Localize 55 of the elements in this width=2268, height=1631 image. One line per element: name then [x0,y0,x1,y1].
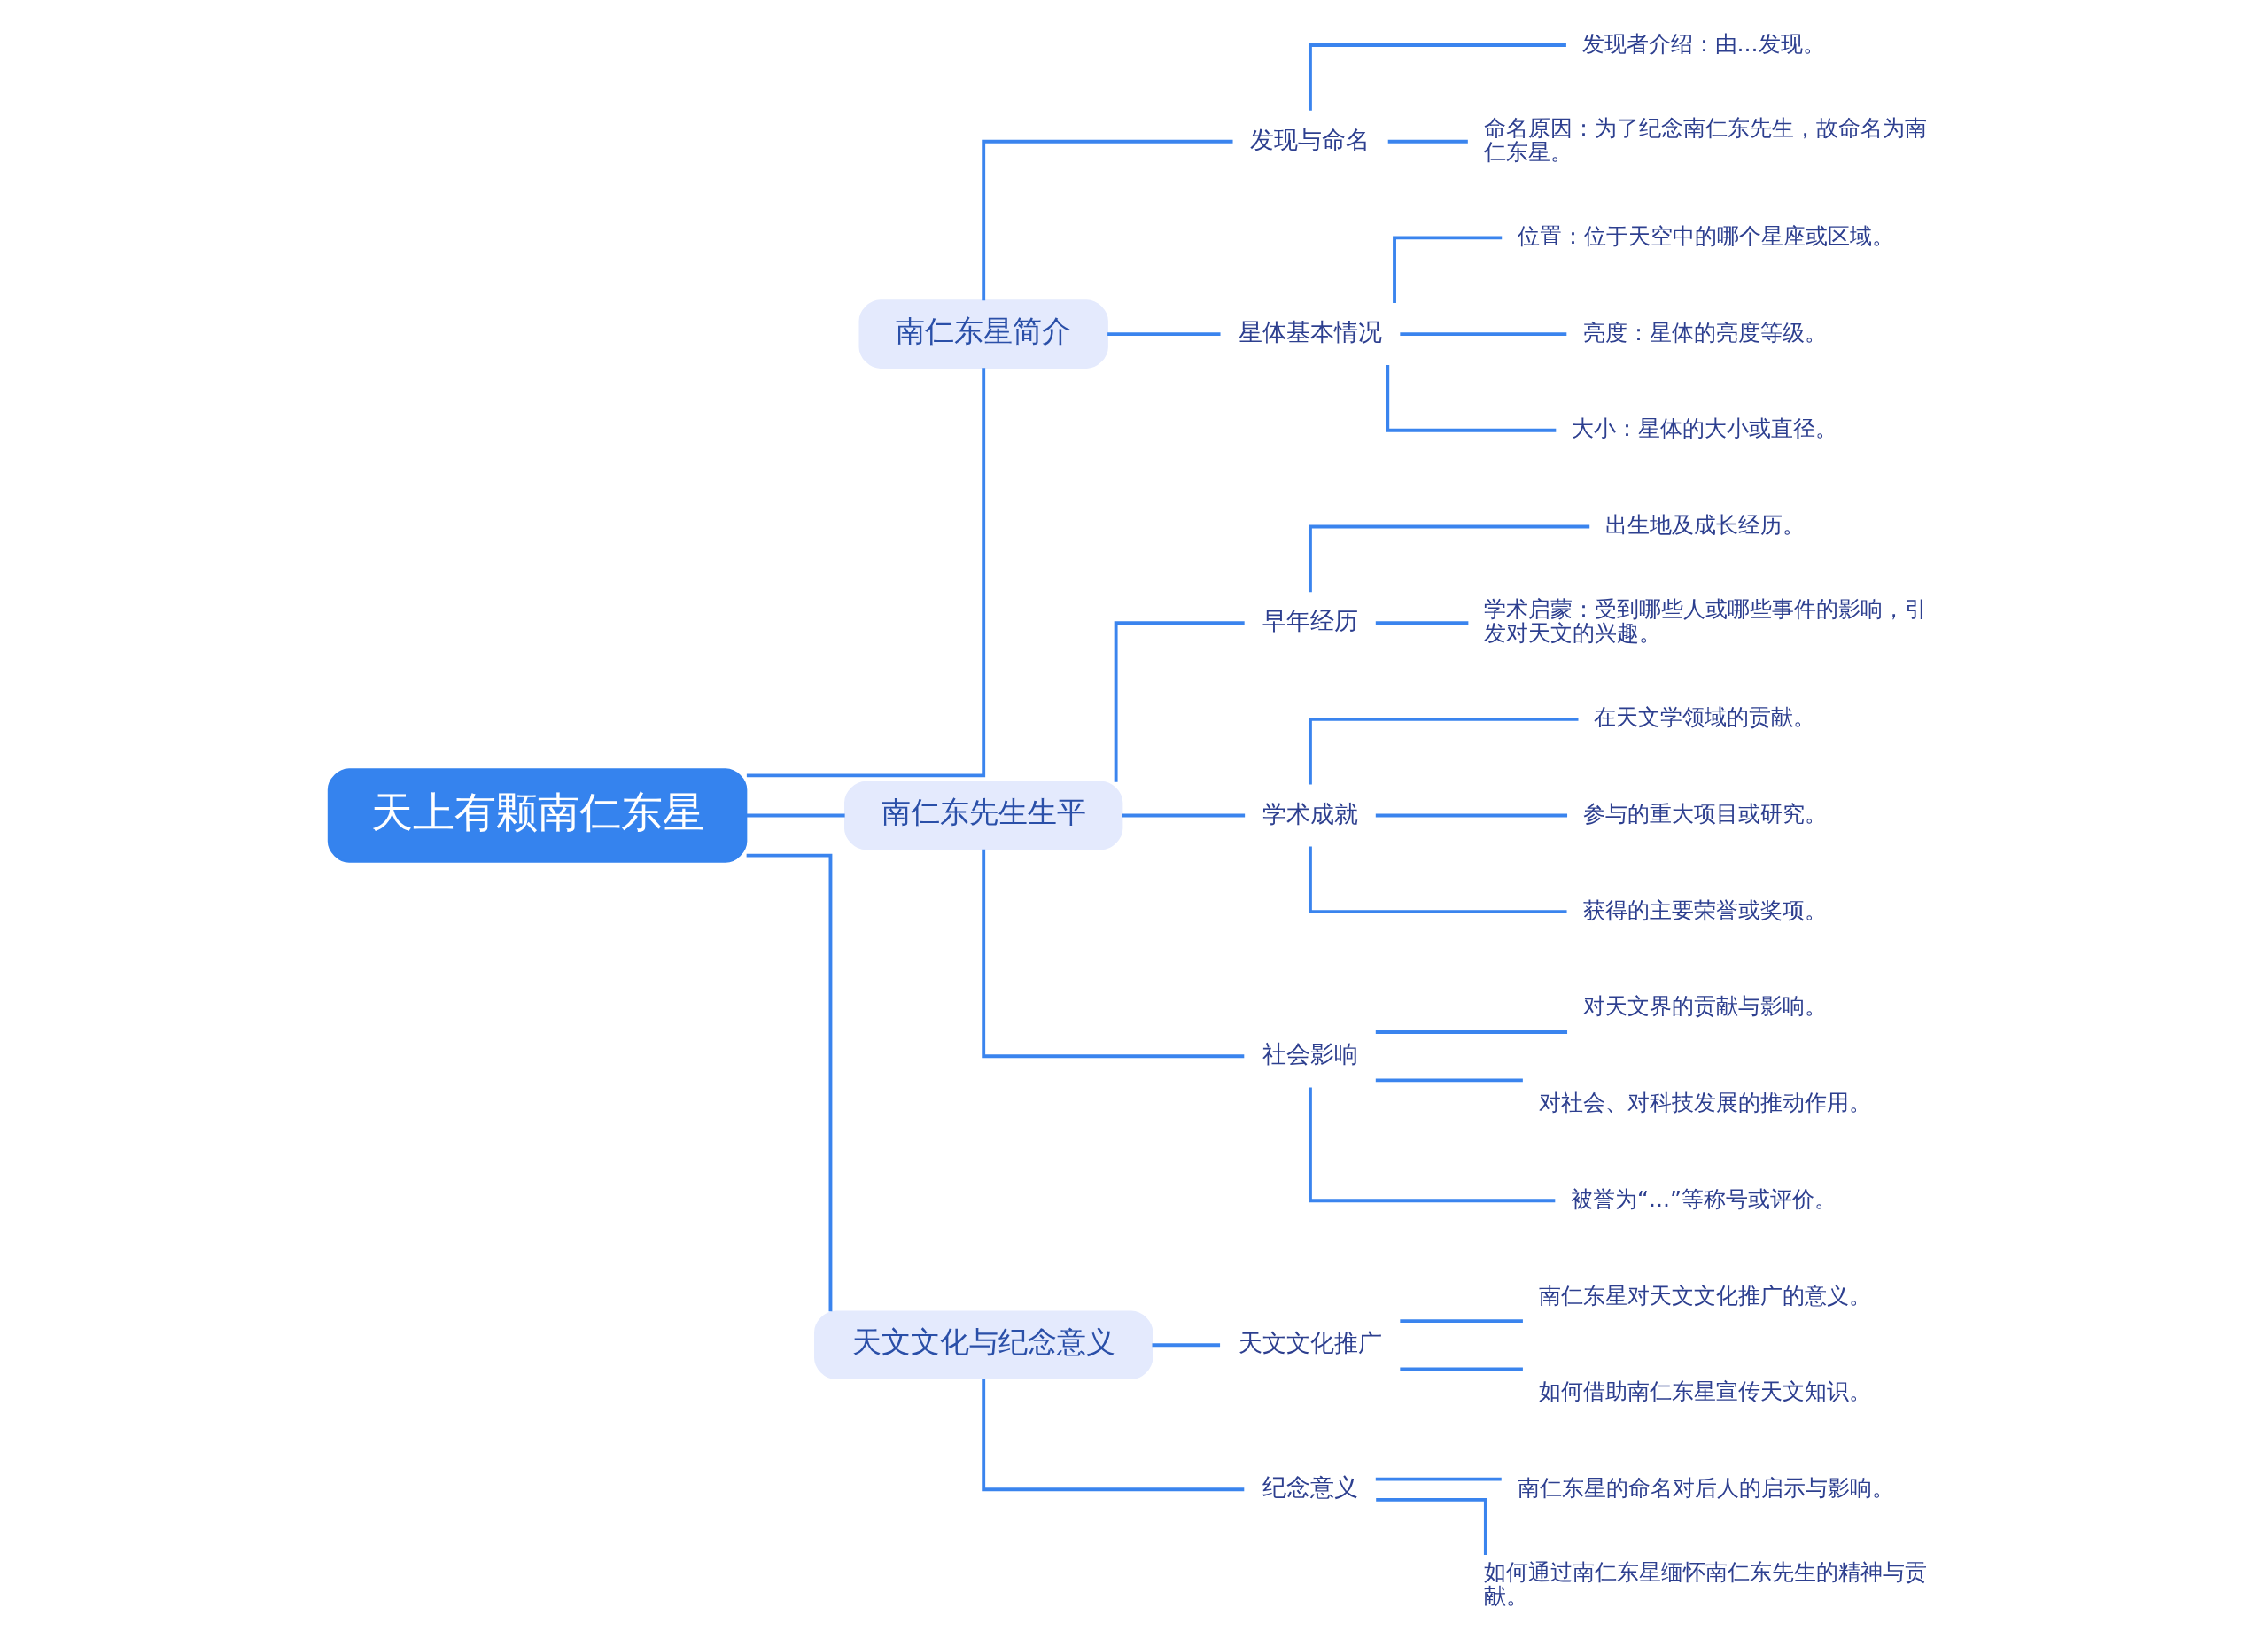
connector [1309,717,1579,785]
node-text: 参与的重大项目或研究。 [1582,801,1827,827]
node-text: 如何借助南仁东星宣传天文知识。 [1539,1379,1872,1405]
node-text: 位置：位于天空中的哪个星座或区域。 [1517,223,1894,250]
node-text: 获得的主要荣誉或奖项。 [1582,897,1827,923]
connector [1400,1367,1523,1371]
connector [1375,1030,1568,1034]
node-text: 在天文学领域的贡献。 [1594,704,1816,731]
connector [982,1379,1245,1492]
node-text: 天文文化推广 [1238,1329,1382,1357]
connector [1107,332,1221,337]
node-text: 亮度：星体的亮度等级。 [1582,319,1827,346]
connector [746,368,986,778]
connector [982,139,1233,301]
connector [1309,1087,1556,1203]
node-text: 命名原因：为了纪念南仁东先生，故命名为南仁东星。 [1483,114,1927,165]
node-box: 天上有颗南仁东星 [327,768,748,863]
node-text: 出生地及成长经历。 [1604,512,1805,539]
node-text: 被誉为“...”等称号或评价。 [1570,1185,1837,1212]
node-text: 对社会、对科技发展的推动作用。 [1539,1090,1872,1116]
node-text: 南仁东星对天文文化推广的意义。 [1539,1282,1872,1309]
connector [982,849,1245,1059]
connector [1387,139,1468,144]
node-box: 南仁东先生生平 [844,781,1123,850]
connector [746,813,845,818]
node-text: 发现者介绍：由...发现。 [1581,30,1825,57]
node-text: 发现与命名 [1250,125,1371,153]
node-text: 学术启蒙：受到哪些人或哪些事件的影响，引发对天文的兴趣。 [1483,596,1927,647]
node-text: 纪念意义 [1262,1473,1358,1502]
node-text: 大小：星体的大小或直径。 [1571,416,1837,442]
node-box: 南仁东星简介 [858,299,1108,369]
node-text: 对天文界的贡献与影响。 [1582,993,1827,1020]
connector [1114,621,1245,782]
node-text: 早年经历 [1262,607,1358,635]
node-text: 社会影响 [1262,1040,1358,1068]
connector [1400,1319,1523,1323]
connector [1376,1497,1487,1555]
node-text: 星体基本情况 [1238,318,1382,346]
connector [1122,813,1246,818]
connector [1386,365,1557,432]
connector [1400,332,1567,337]
connector [1375,621,1469,625]
connector [1375,1477,1502,1481]
connector [1309,846,1567,914]
node-text: 如何通过南仁东星缅怀南仁东先生的精神与贡献。 [1483,1558,1927,1610]
connector [1152,1343,1221,1348]
connector [1375,813,1568,818]
node-text: 南仁东星的命名对后人的启示与影响。 [1517,1474,1894,1501]
connector [746,853,833,1312]
node-box: 天文文化与纪念意义 [814,1310,1153,1380]
connector [1393,236,1503,304]
node-text: 学术成就 [1262,799,1358,827]
connector [1375,1078,1523,1083]
connector [1309,524,1590,593]
connector [1309,43,1566,111]
